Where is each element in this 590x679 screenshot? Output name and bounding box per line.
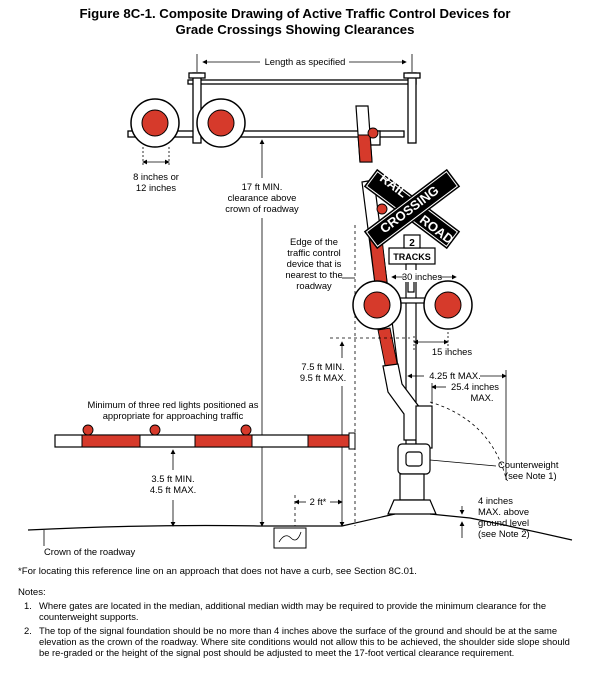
edge-label-1: Edge of the — [290, 236, 338, 247]
cantilever-lights — [130, 98, 246, 148]
counterweight-label: Counterweight (see Note 1) — [429, 459, 559, 481]
horizontal-gate-arm — [54, 424, 356, 450]
clearance-label-3: crown of roadway — [225, 203, 299, 214]
gate-height-label-1: 7.5 ft MIN. — [301, 361, 344, 372]
figure-title: Figure 8C-1. Composite Drawing of Active… — [0, 6, 590, 38]
counterweight-sweep — [429, 401, 507, 479]
arm-height-label-1: 3.5 ft MIN. — [151, 473, 194, 484]
length-dimension: Length as specified — [196, 54, 413, 72]
foundation-label-2: MAX. above — [478, 506, 529, 517]
arm-height-dimension: 3.5 ft MIN. 4.5 ft MAX. — [150, 449, 196, 527]
thirty-inch-dimension: 30 inches — [391, 270, 457, 282]
mast-base — [399, 473, 425, 501]
note-2-text: The top of the signal foundation should … — [39, 625, 570, 659]
mast-lights — [352, 280, 473, 330]
spacing-label-1: 8 inches or — [133, 171, 179, 182]
note-2: 2. The top of the signal foundation shou… — [24, 625, 572, 659]
lights-label-2: appropriate for approaching traffic — [103, 410, 244, 421]
cantilever-lower-beam — [127, 130, 405, 138]
gate-arm-light-3 — [240, 424, 252, 436]
ground-slope-line — [429, 513, 573, 541]
counterweight-label-2: (see Note 1) — [505, 470, 557, 481]
cantilever-light-left — [141, 109, 169, 137]
two-ft-dimension: 2 ft* — [294, 495, 343, 526]
spacing-label-2: 12 inches — [136, 182, 176, 193]
clearance-dimension: 17 ft MIN. clearance above crown of road… — [225, 139, 299, 527]
cantilever-hanger-right — [407, 72, 417, 144]
edge-label-2: traffic control — [287, 247, 341, 258]
roadway: Crown of the roadway — [27, 513, 573, 557]
mast-light-left — [363, 291, 391, 319]
note-1: 1. Where gates are located in the median… — [24, 600, 572, 622]
footnote: *For locating this reference line on an … — [18, 566, 417, 577]
gate-height-label-2: 9.5 ft MAX. — [300, 372, 346, 383]
gate-mechanism — [382, 363, 437, 515]
cantilever-light-right — [207, 109, 235, 137]
note-2-number: 2. — [24, 625, 32, 636]
gate-arm-light-1 — [82, 424, 94, 436]
two-ft-label: 2 ft* — [310, 496, 327, 507]
counterweight-label-1: Counterweight — [498, 459, 559, 470]
fifteen-inch-dimension: 15 inches — [413, 332, 472, 357]
foundation-label-3: ground level — [478, 517, 529, 528]
fifteen-inch-label: 15 inches — [432, 346, 472, 357]
edge-label: Edge of the traffic control device that … — [285, 225, 356, 526]
gate-mechanism-housing — [415, 405, 433, 449]
edge-label-5: roadway — [296, 280, 332, 291]
gate-arm-light-2 — [149, 424, 161, 436]
tracks-plate: 2 TRACKS — [388, 234, 436, 265]
arm-height-label-2: 4.5 ft MAX. — [150, 484, 196, 495]
title-line-1: Figure 8C-1. Composite Drawing of Active… — [79, 6, 511, 21]
tracks-word: TRACKS — [393, 252, 431, 262]
lights-label-1: Minimum of three red lights positioned a… — [88, 399, 259, 410]
notes-heading: Notes: — [18, 587, 46, 598]
mast-foundation — [387, 499, 437, 515]
lights-label: Minimum of three red lights positioned a… — [88, 399, 259, 421]
roadway-crown-line — [27, 513, 396, 531]
curb-block — [273, 527, 307, 549]
clearance-label-1: 17 ft MIN. — [242, 181, 283, 192]
offset-254-label-2: MAX. — [471, 392, 494, 403]
clearance-label-2: clearance above — [228, 192, 297, 203]
note-1-text: Where gates are located in the median, a… — [39, 600, 547, 623]
note-1-number: 1. — [24, 600, 32, 611]
light-spacing-dimension: 8 inches or 12 inches — [133, 147, 179, 193]
offset-425-label: 4.25 ft MAX. — [429, 370, 481, 381]
foundation-label: 4 inches MAX. above ground level (see No… — [459, 495, 530, 539]
title-line-2: Grade Crossings Showing Clearances — [175, 22, 415, 37]
crown-label: Crown of the roadway — [44, 546, 136, 557]
mast-light-right — [434, 291, 462, 319]
offset-425-dimension: 4.25 ft MAX. — [407, 370, 507, 480]
edge-label-4: nearest to the — [285, 269, 342, 280]
offset-254-dimension: 25.4 inches MAX. — [431, 381, 499, 404]
cantilever-cap-right — [403, 72, 421, 79]
cantilever-upper-beam — [187, 79, 417, 85]
cantilever-cap-left — [188, 72, 206, 79]
foundation-label-4: (see Note 2) — [478, 528, 530, 539]
thirty-inch-label: 30 inches — [402, 271, 442, 282]
tracks-number: 2 — [409, 238, 415, 249]
length-label: Length as specified — [265, 56, 346, 67]
offset-254-label-1: 25.4 inches — [451, 381, 499, 392]
foundation-label-1: 4 inches — [478, 495, 513, 506]
edge-label-3: device that is — [287, 258, 342, 269]
